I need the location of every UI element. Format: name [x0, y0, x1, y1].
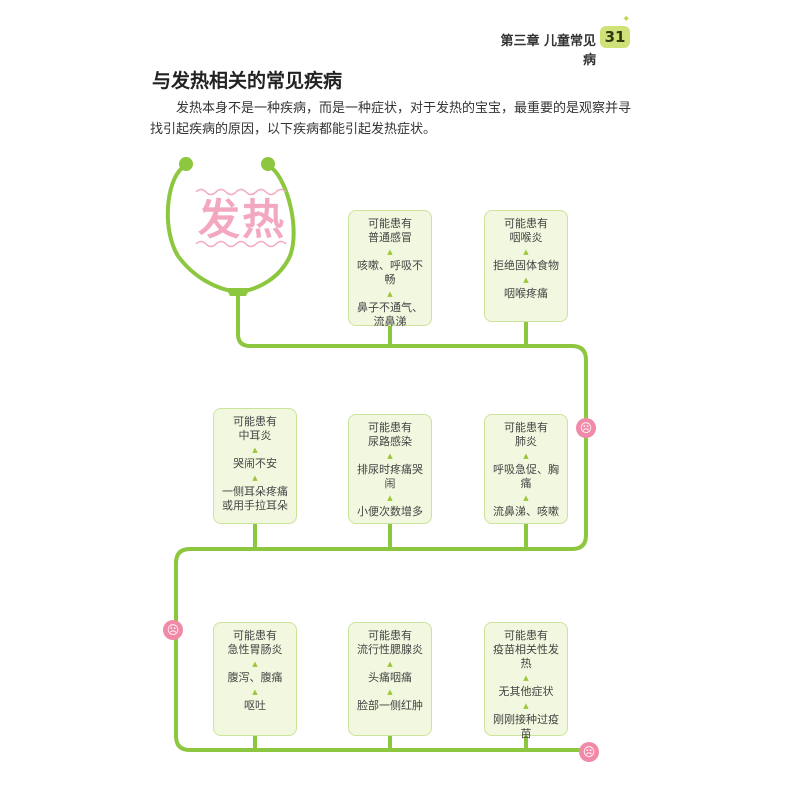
earpiece-right [261, 157, 275, 171]
symptom-text: 腹泻、腹痛 [227, 671, 283, 684]
disease-name: 可能患有咽喉炎 [504, 217, 548, 244]
symptom-text: 哭闹不安 [233, 457, 277, 470]
stethoscope-tube-left [165, 166, 240, 294]
chest-piece [226, 288, 250, 296]
stethoscope-tube-right [236, 166, 296, 294]
symptom-text: 脸部一侧红肿 [357, 699, 423, 712]
triangle-up-icon: ▲ [387, 660, 393, 668]
triangle-up-icon: ▲ [523, 276, 529, 284]
disease-box: 可能患有尿路感染 ▲ 排尿时疼痛哭闹 ▲ 小便次数增多 [348, 414, 432, 524]
symptom-text: 呕吐 [244, 699, 266, 712]
intro-paragraph: 发热本身不是一种疾病，而是一种症状，对于发热的宝宝，最重要的是观察并寻找引起疾病… [150, 101, 632, 137]
symptom-text: 呼吸急促、胸痛 [493, 463, 559, 490]
disease-box: 可能患有咽喉炎 ▲ 拒绝固体食物 ▲ 咽喉疼痛 [484, 210, 568, 322]
triangle-up-icon: ▲ [252, 474, 258, 482]
triangle-up-icon: ▲ [523, 494, 529, 502]
disease-name: 可能患有疫苗相关性发热 [493, 629, 559, 670]
symptom-text: 流鼻涕、咳嗽 [493, 505, 559, 518]
disease-box: 可能患有急性胃肠炎 ▲ 腹泻、腹痛 ▲ 呕吐 [213, 622, 297, 736]
disease-name: 可能患有普通感冒 [368, 217, 412, 244]
symptom-text: 无其他症状 [498, 685, 554, 698]
disease-box: 可能患有流行性腮腺炎 ▲ 头痛咽痛 ▲ 脸部一侧红肿 [348, 622, 432, 736]
triangle-up-icon: ▲ [252, 446, 258, 454]
section-title: 与发热相关的常见疾病 [152, 70, 343, 92]
triangle-up-icon: ▲ [387, 452, 393, 460]
wave-bottom [195, 240, 287, 248]
center-word-fever: 发热 [197, 195, 286, 244]
symptom-text: 一侧耳朵疼痛或用手拉耳朵 [222, 485, 288, 512]
triangle-up-icon: ▲ [387, 248, 393, 256]
sad-face-icon: ☹ [163, 620, 183, 640]
disease-name: 可能患有流行性腮腺炎 [357, 629, 423, 656]
sparkle-icon: ✦ [622, 14, 631, 25]
disease-name: 可能患有急性胃肠炎 [227, 629, 283, 656]
disease-name: 可能患有中耳炎 [233, 415, 277, 442]
triangle-up-icon: ▲ [252, 660, 258, 668]
disease-box: 可能患有中耳炎 ▲ 哭闹不安 ▲ 一侧耳朵疼痛或用手拉耳朵 [213, 408, 297, 524]
earpiece-left [179, 157, 193, 171]
chapter-header: 第三章 儿童常见病 [500, 34, 596, 68]
symptom-text: 鼻子不通气、流鼻涕 [357, 301, 423, 328]
disease-name: 可能患有肺炎 [504, 421, 548, 448]
triangle-up-icon: ▲ [387, 494, 393, 502]
symptom-text: 拒绝固体食物 [493, 259, 559, 272]
stethoscope-route [174, 294, 594, 752]
disease-box: 可能患有疫苗相关性发热 ▲ 无其他症状 ▲ 刚刚接种过疫苗 [484, 622, 568, 740]
page-number-badge: 31 [600, 26, 630, 48]
triangle-up-icon: ▲ [523, 702, 529, 710]
symptom-text: 咽喉疼痛 [504, 287, 548, 300]
symptom-text: 头痛咽痛 [368, 671, 412, 684]
symptom-text: 排尿时疼痛哭闹 [357, 463, 423, 490]
symptom-text: 刚刚接种过疫苗 [493, 713, 559, 740]
sad-face-icon: ☹ [576, 418, 596, 438]
symptom-text: 咳嗽、呼吸不畅 [357, 259, 423, 286]
triangle-up-icon: ▲ [387, 290, 393, 298]
disease-name: 可能患有尿路感染 [368, 421, 412, 448]
wave-top [195, 188, 287, 196]
disease-box: 可能患有普通感冒 ▲ 咳嗽、呼吸不畅 ▲ 鼻子不通气、流鼻涕 [348, 210, 432, 328]
triangle-up-icon: ▲ [387, 688, 393, 696]
symptom-text: 小便次数增多 [357, 505, 423, 518]
triangle-up-icon: ▲ [523, 248, 529, 256]
triangle-up-icon: ▲ [523, 674, 529, 682]
triangle-up-icon: ▲ [252, 688, 258, 696]
sad-face-icon: ☹ [579, 742, 599, 762]
triangle-up-icon: ▲ [523, 452, 529, 460]
disease-box: 可能患有肺炎 ▲ 呼吸急促、胸痛 ▲ 流鼻涕、咳嗽 [484, 414, 568, 524]
